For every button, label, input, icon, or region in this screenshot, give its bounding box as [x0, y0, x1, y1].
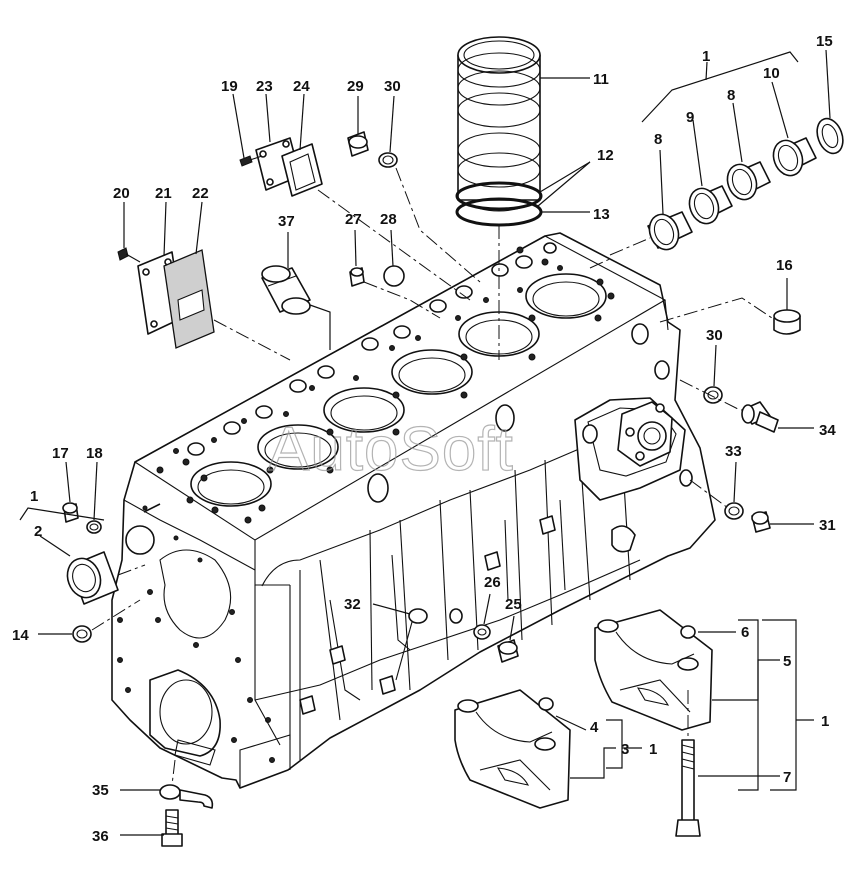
- callout-25: 25: [505, 596, 522, 613]
- callout-22: 22: [192, 185, 209, 202]
- washer-30-right: [703, 386, 723, 404]
- callout-36: 36: [92, 828, 109, 845]
- engine-block: [111, 232, 716, 789]
- callout-30: 30: [706, 327, 723, 344]
- washer-18: [86, 520, 102, 534]
- bearing-cap-5: [594, 609, 713, 731]
- plug-25: [497, 639, 519, 663]
- bolt-36: [161, 809, 183, 847]
- washer-26: [449, 608, 491, 640]
- watermark-text: AutoSoft: [268, 415, 514, 484]
- callout-26: 26: [484, 574, 501, 591]
- gasket-24: [281, 143, 471, 301]
- callout-8: 8: [727, 87, 735, 104]
- callout-32: 32: [344, 596, 361, 613]
- callout-4: 4: [590, 719, 599, 736]
- camshaft-bushings: [589, 117, 844, 269]
- callout-2: 2: [34, 523, 42, 540]
- callout-1: 1: [649, 741, 657, 758]
- callout-9: 9: [686, 109, 694, 126]
- callout-12: 12: [597, 147, 614, 164]
- callout-1: 1: [821, 713, 829, 730]
- callout-1: 1: [30, 488, 38, 505]
- bolt-19: [239, 155, 263, 167]
- bolt-7: [675, 690, 701, 837]
- leader-lines: [19, 49, 831, 836]
- callout-23: 23: [256, 78, 273, 95]
- callout-11: 11: [593, 71, 609, 88]
- callout-30: 30: [384, 78, 401, 95]
- plug-14: [72, 599, 141, 643]
- callout-34: 34: [819, 422, 836, 439]
- washer-30-top: [378, 152, 481, 283]
- callout-31: 31: [819, 517, 836, 534]
- callout-6: 6: [741, 624, 749, 641]
- callout-3: 3: [621, 741, 629, 758]
- union-34: [679, 379, 779, 433]
- callout-35: 35: [92, 782, 109, 799]
- callout-24: 24: [293, 78, 310, 95]
- bolt-20: [117, 247, 141, 263]
- callout-37: 37: [278, 213, 295, 230]
- sleeve-37: [261, 265, 331, 350]
- callout-29: 29: [347, 78, 364, 95]
- callout-19: 19: [221, 78, 238, 95]
- callout-5: 5: [783, 653, 791, 670]
- callout-1: 1: [702, 48, 710, 65]
- callout-27: 27: [345, 211, 362, 228]
- bushing-16: [659, 297, 801, 335]
- bushing-2: [66, 551, 146, 605]
- callout-14: 14: [12, 627, 29, 644]
- callout-20: 20: [113, 185, 130, 202]
- callout-18: 18: [86, 445, 103, 462]
- callout-21: 21: [155, 185, 172, 202]
- callout-7: 7: [783, 769, 791, 786]
- plug-27: [349, 267, 365, 287]
- callout-33: 33: [725, 443, 742, 460]
- callout-10: 10: [763, 65, 780, 82]
- callout-16: 16: [776, 257, 793, 274]
- oil-jet-35: [159, 759, 214, 809]
- callout-15: 15: [816, 33, 833, 50]
- plug-32: [395, 608, 428, 681]
- plug-29: [347, 131, 369, 157]
- plug-28: [363, 265, 441, 319]
- plug-17: [62, 502, 79, 523]
- bearing-cap-3: [454, 689, 571, 809]
- washer-33: [724, 502, 744, 520]
- callout-8: 8: [654, 131, 662, 148]
- cylinder-liner: [457, 36, 541, 360]
- callout-labels: 1 1 1 1 2 3 4 5 6 7 8 8 9 10 11 12 13 14…: [12, 33, 836, 845]
- gasket-22: [163, 249, 291, 361]
- callout-13: 13: [593, 206, 610, 223]
- callout-28: 28: [380, 211, 397, 228]
- plug-31: [689, 479, 771, 533]
- callout-17: 17: [52, 445, 69, 462]
